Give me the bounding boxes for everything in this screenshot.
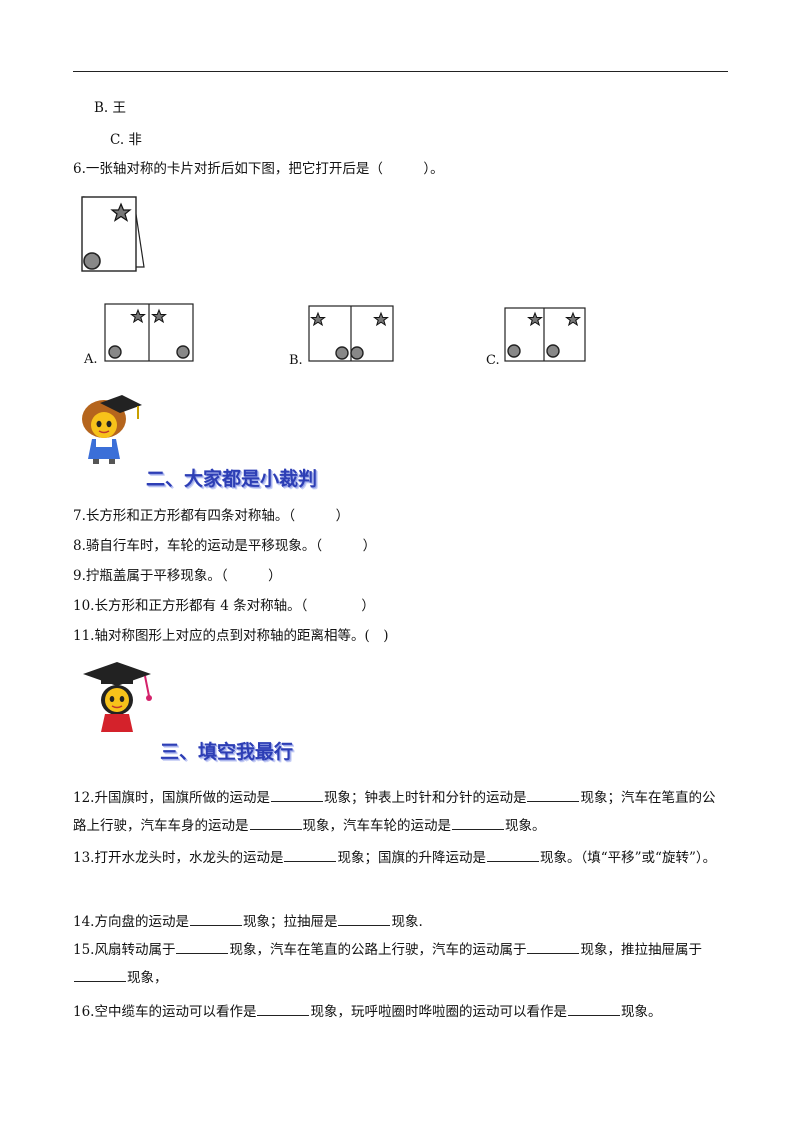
question-14: 14.方向盘的运动是现象；拉抽屉是现象.	[73, 911, 423, 931]
question-6: 6.一张轴对称的卡片对折后如下图，把它打开后是（ ）。	[73, 161, 444, 177]
question-7: 7.长方形和正方形都有四条对称轴。（ ）	[73, 508, 350, 524]
option-b-figure	[308, 305, 394, 362]
answer-blank[interactable]	[189, 911, 242, 926]
answer-blank[interactable]	[257, 1001, 310, 1016]
option-a-label: A.	[84, 352, 98, 367]
mascot-graduate-icon	[83, 662, 152, 732]
answer-blank[interactable]	[249, 815, 302, 830]
option-b: B. 王	[94, 100, 127, 116]
option-c-label: C.	[486, 353, 500, 368]
question-13: 13.打开水龙头时，水龙头的运动是现象；国旗的升降运动是现象。（填“平移”或“旋…	[73, 844, 723, 872]
question-8: 8.骑自行车时，车轮的运动是平移现象。（ ）	[73, 538, 377, 554]
option-c: C. 非	[110, 132, 142, 148]
question-15: 15.风扇转动属于现象，汽车在笔直的公路上行驶，汽车的运动属于现象，推拉抽屉属于…	[73, 936, 723, 992]
option-c-figure	[504, 307, 586, 362]
question-10: 10.长方形和正方形都有 4 条对称轴。（ ）	[73, 598, 375, 614]
option-a-figure	[104, 303, 194, 362]
section-2-title: 二、大家都是小裁判	[146, 468, 318, 490]
section-3-title: 三、填空我最行	[160, 741, 294, 763]
answer-blank[interactable]	[486, 847, 539, 862]
answer-blank[interactable]	[452, 815, 504, 830]
question-9: 9.拧瓶盖属于平移现象。（ ）	[73, 568, 282, 584]
answer-blank[interactable]	[74, 967, 126, 982]
answer-blank[interactable]	[176, 939, 229, 954]
question-12: 12.升国旗时，国旗所做的运动是现象；钟表上时针和分针的运动是现象；汽车在笔直的…	[73, 784, 723, 840]
question-11: 11.轴对称图形上对应的点到对称轴的距离相等。( )	[73, 628, 389, 644]
answer-blank[interactable]	[338, 911, 391, 926]
answer-blank[interactable]	[284, 847, 337, 862]
option-b-label: B.	[289, 353, 303, 368]
answer-blank[interactable]	[270, 787, 323, 802]
header-rule	[73, 71, 728, 72]
mascot-girl-graduate-icon	[82, 395, 142, 464]
answer-blank[interactable]	[567, 1001, 620, 1016]
folded-card-figure	[81, 196, 145, 272]
answer-blank[interactable]	[527, 939, 580, 954]
question-16: 16.空中缆车的运动可以看作是现象，玩呼啦圈时哗啦圈的运动可以看作是现象。	[73, 1001, 661, 1021]
answer-blank[interactable]	[527, 787, 580, 802]
